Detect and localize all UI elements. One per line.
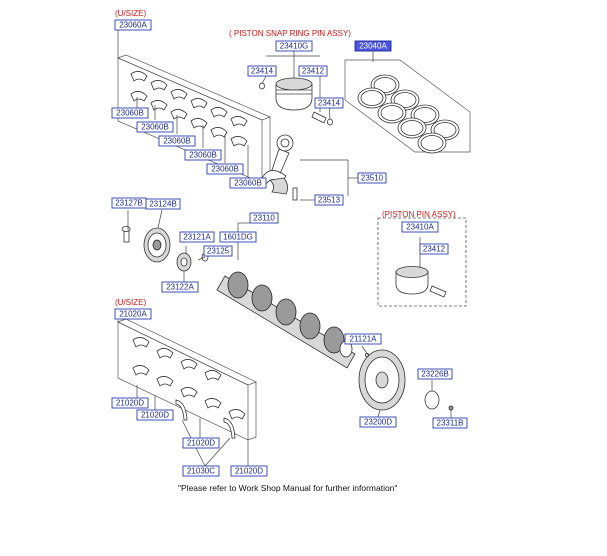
part-callouts: 23060A 23410G 23040A 23414 23412 23414 2… xyxy=(111,19,468,477)
svg-text:23110: 23110 xyxy=(253,214,275,223)
svg-text:23121A: 23121A xyxy=(183,233,211,242)
svg-text:23414: 23414 xyxy=(318,99,341,108)
piston-ring-set-panel xyxy=(344,59,471,154)
callout-23060b-4[interactable]: 23060B xyxy=(184,149,222,161)
svg-text:23412: 23412 xyxy=(302,67,325,76)
callout-21020d-2[interactable]: 21020D xyxy=(136,409,174,421)
callout-21020d-1[interactable]: 21020D xyxy=(111,397,149,409)
callout-23412-piston-pin[interactable]: 23412 xyxy=(419,243,449,255)
callout-23311b[interactable]: 23311B xyxy=(432,417,468,429)
callout-23060b-6[interactable]: 23060B xyxy=(229,177,267,189)
thrust-washer-left xyxy=(175,399,188,421)
connecting-rod xyxy=(261,134,298,201)
callout-23200d[interactable]: 23200D xyxy=(359,416,397,428)
callout-23110[interactable]: 23110 xyxy=(249,212,279,224)
lower-bearing-panel xyxy=(117,318,257,441)
svg-text:23060B: 23060B xyxy=(141,123,169,132)
upper-bearing-panel xyxy=(117,54,271,184)
callout-23060b-1[interactable]: 23060B xyxy=(111,107,149,119)
callout-23414-upper[interactable]: 23414 xyxy=(247,65,277,77)
piston-ring-set xyxy=(357,74,460,154)
crank-pulley xyxy=(121,226,209,272)
svg-text:21020A: 21020A xyxy=(119,310,147,319)
svg-text:23060B: 23060B xyxy=(189,151,217,160)
piston-assy xyxy=(259,77,333,126)
svg-text:21030C: 21030C xyxy=(187,467,215,476)
callout-23124b[interactable]: 23124B xyxy=(145,198,181,210)
callout-23060b-3[interactable]: 23060B xyxy=(158,135,196,147)
callout-23125[interactable]: 23125 xyxy=(203,245,233,257)
callout-21020d-4[interactable]: 21020D xyxy=(230,465,268,477)
callout-23121a[interactable]: 23121A xyxy=(179,231,215,243)
piston-snap-ring-pin-assy-label: ( PISTON SNAP RING PIN ASSY) xyxy=(229,29,351,38)
svg-text:23410A: 23410A xyxy=(406,223,434,232)
footnote: "Please refer to Work Shop Manual for fu… xyxy=(178,483,397,493)
callout-23414-lower[interactable]: 23414 xyxy=(314,97,344,109)
callout-23513[interactable]: 23513 xyxy=(314,194,344,206)
callout-23510[interactable]: 23510 xyxy=(357,172,387,184)
svg-text:23513: 23513 xyxy=(318,196,341,205)
usize-label-top: (U/SIZE) xyxy=(115,9,146,18)
svg-text:23122A: 23122A xyxy=(166,283,194,292)
svg-text:23311B: 23311B xyxy=(437,419,464,428)
svg-text:23040A: 23040A xyxy=(359,42,387,51)
svg-text:23060B: 23060B xyxy=(163,137,191,146)
svg-text:23226B: 23226B xyxy=(421,370,449,379)
lower-bearing-shells xyxy=(132,337,246,420)
callout-23412-upper[interactable]: 23412 xyxy=(298,65,328,77)
svg-text:23060A: 23060A xyxy=(119,21,147,30)
crankshaft xyxy=(216,271,356,369)
svg-text:21020D: 21020D xyxy=(141,411,169,420)
thrust-washer-right xyxy=(223,417,236,439)
usize-label-bottom: (U/SIZE) xyxy=(115,298,146,307)
callout-1601dg[interactable]: 1601DG xyxy=(219,231,257,243)
callout-23122a[interactable]: 23122A xyxy=(161,281,199,293)
svg-text:23410G: 23410G xyxy=(280,42,308,51)
svg-text:23060B: 23060B xyxy=(116,109,144,118)
callout-23410g[interactable]: 23410G xyxy=(275,40,313,52)
svg-text:23127B: 23127B xyxy=(115,199,143,208)
svg-text:23124B: 23124B xyxy=(149,200,177,209)
callout-23060a[interactable]: 23060A xyxy=(114,19,152,31)
svg-text:23200D: 23200D xyxy=(364,418,392,427)
piston-pin-assy-box xyxy=(377,217,467,307)
callout-21020a[interactable]: 21020A xyxy=(114,308,152,320)
callout-21030c[interactable]: 21030C xyxy=(182,465,220,477)
leader-lines xyxy=(117,30,452,467)
callout-23060b-5[interactable]: 23060B xyxy=(206,163,244,175)
callout-21020d-3[interactable]: 21020D xyxy=(182,437,220,449)
svg-text:21121A: 21121A xyxy=(350,335,378,344)
piston-pin-assy xyxy=(395,266,447,298)
svg-text:21020D: 21020D xyxy=(235,467,263,476)
piston-pin-assy-label: (PISTON PIN ASSY) xyxy=(382,210,456,219)
upper-bearing-shells xyxy=(130,71,248,147)
callout-23226b[interactable]: 23226B xyxy=(417,368,453,380)
flywheel xyxy=(358,349,454,411)
svg-text:23125: 23125 xyxy=(207,247,230,256)
svg-text:23414: 23414 xyxy=(251,67,274,76)
svg-text:1601DG: 1601DG xyxy=(223,233,253,242)
callout-21121a[interactable]: 21121A xyxy=(344,333,382,345)
svg-text:23060B: 23060B xyxy=(211,165,239,174)
callout-23060b-2[interactable]: 23060B xyxy=(136,121,174,133)
svg-text:21020D: 21020D xyxy=(187,439,215,448)
svg-text:23412: 23412 xyxy=(423,245,446,254)
svg-text:21020D: 21020D xyxy=(116,399,144,408)
callout-23040a[interactable]: 23040A xyxy=(354,40,392,52)
callout-23410a[interactable]: 23410A xyxy=(401,221,439,233)
svg-text:23060B: 23060B xyxy=(234,179,262,188)
callout-23127b[interactable]: 23127B xyxy=(111,197,147,209)
svg-text:23510: 23510 xyxy=(361,174,384,183)
